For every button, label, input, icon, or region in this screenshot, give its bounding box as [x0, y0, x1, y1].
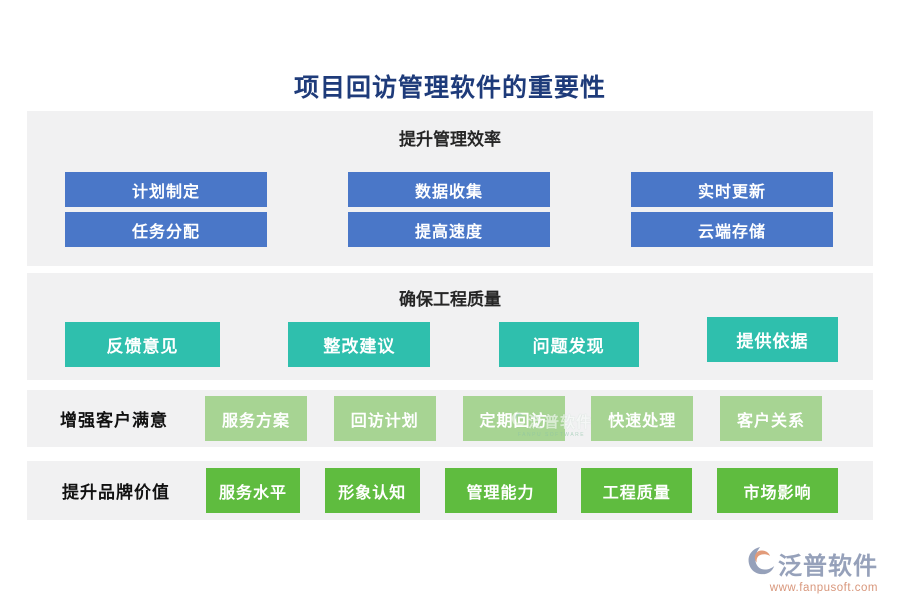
section-satisfaction-row: 服务方案 回访计划 定期回访 快速处理 客户关系	[205, 396, 822, 441]
item-rectification-suggestions: 整改建议	[288, 322, 431, 367]
footer-url-text: www.fanpusoft.com	[769, 582, 878, 594]
item-market-influence: 市场影响	[717, 468, 838, 513]
section-brand-label: 提升品牌价值	[62, 483, 170, 502]
item-quick-handling: 快速处理	[591, 396, 694, 441]
item-visit-plan: 回访计划	[333, 396, 436, 441]
footer-logo: 泛普软件 www.fanpusoft.com	[747, 546, 878, 594]
item-image-recognition: 形象认知	[324, 468, 420, 513]
item-service-plan: 服务方案	[205, 396, 307, 441]
item-project-quality: 工程质量	[581, 468, 693, 513]
page-title: 项目回访管理软件的重要性	[293, 74, 606, 102]
section-quality-heading: 确保工程质量	[399, 290, 501, 309]
section-brand-row: 服务水平 形象认知 管理能力 工程质量 市场影响	[206, 468, 838, 513]
footer-brand-text: 泛普软件	[778, 553, 878, 580]
section-efficiency-grid: 计划制定 数据收集 实时更新 任务分配 提高速度 云端存储	[65, 172, 833, 247]
item-management-ability: 管理能力	[444, 468, 557, 513]
item-problem-discovery: 问题发现	[498, 322, 639, 367]
item-provide-basis: 提供依据	[706, 317, 838, 362]
item-data-collection: 数据收集	[348, 172, 550, 207]
section-quality: 确保工程质量 反馈意见 整改建议 问题发现 提供依据	[27, 273, 873, 380]
item-realtime-update: 实时更新	[631, 172, 833, 207]
item-feedback-opinions: 反馈意见	[65, 322, 220, 367]
item-service-level: 服务水平	[206, 468, 300, 513]
item-cloud-storage: 云端存储	[631, 212, 833, 247]
section-efficiency-heading: 提升管理效率	[399, 130, 501, 149]
section-brand: 提升品牌价值 服务水平 形象认知 管理能力 工程质量 市场影响	[27, 461, 873, 520]
fanpu-logo-icon	[747, 546, 775, 581]
item-regular-visit: 定期回访	[462, 396, 565, 441]
section-satisfaction-label: 增强客户满意	[60, 411, 168, 430]
item-speed-improvement: 提高速度	[348, 212, 550, 247]
section-efficiency: 提升管理效率 计划制定 数据收集 实时更新 任务分配 提高速度 云端存储	[27, 111, 873, 266]
section-quality-row: 反馈意见 整改建议 问题发现 提供依据	[65, 317, 838, 368]
section-satisfaction: 增强客户满意 服务方案 回访计划 定期回访 快速处理 客户关系	[27, 390, 873, 447]
item-customer-relation: 客户关系	[720, 396, 822, 441]
item-task-assignment: 任务分配	[65, 212, 267, 247]
item-plan-formulation: 计划制定	[65, 172, 267, 207]
